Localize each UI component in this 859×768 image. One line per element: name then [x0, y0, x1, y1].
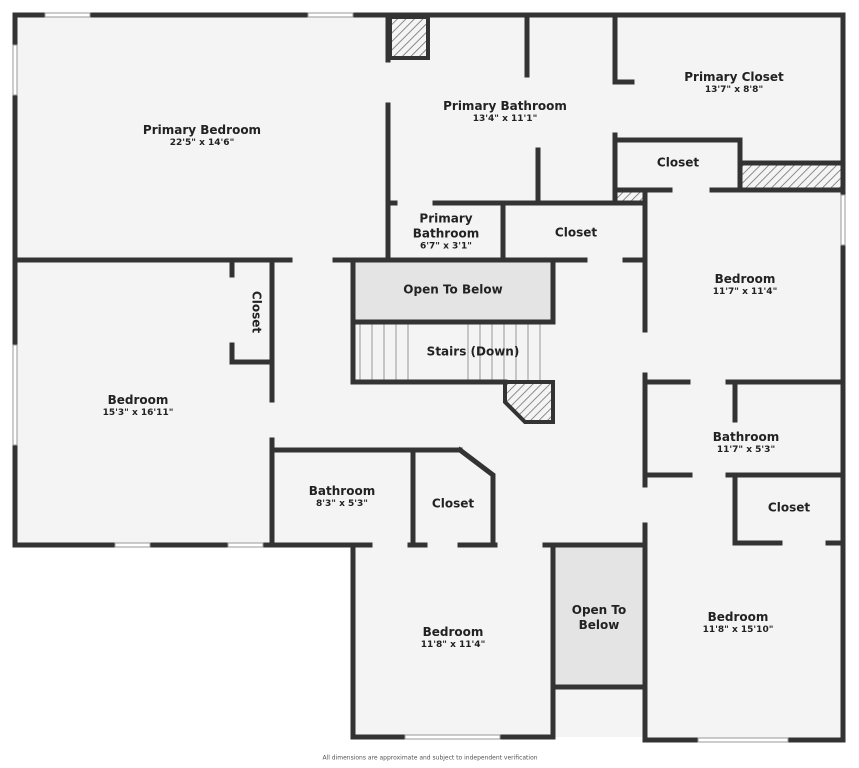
windows — [12, 12, 846, 743]
room-dims: 15'3" x 16'11" — [102, 407, 174, 418]
room-name: Primary Closet — [684, 69, 784, 84]
room-name: Closet — [656, 155, 700, 170]
room-dims: 11'7" x 5'3" — [716, 444, 776, 455]
room-name: Bathroom — [712, 429, 780, 444]
room-stairs: Stairs (Down) — [427, 345, 520, 360]
room-open-to-below-2: Open To Below — [564, 603, 634, 633]
room-dims: 13'4" x 11'1" — [472, 113, 538, 124]
room-name: Closet — [431, 496, 475, 511]
room-closet-right: Closet — [768, 501, 810, 516]
room-name: Bedroom — [422, 624, 484, 639]
room-name: Closet — [554, 225, 598, 240]
room-dims: 22'5" x 14'6" — [169, 137, 235, 148]
floor-fill — [15, 15, 843, 740]
room-name: Primary Bedroom — [142, 122, 262, 137]
room-dims: 13'7" x 8'8" — [704, 84, 764, 95]
room-name: Closet — [249, 290, 264, 334]
room-name: Bathroom — [308, 483, 376, 498]
room-closet-mid: Closet — [555, 226, 597, 241]
room-open-to-below-1: Open To Below — [403, 283, 502, 298]
room-name: Closet — [767, 500, 811, 515]
room-name: Primary Bathroom — [443, 98, 567, 113]
disclaimer: All dimensions are approximate and subje… — [322, 754, 538, 762]
open-to-below-area-1 — [353, 260, 553, 322]
room-dims: 11'8" x 11'4" — [420, 639, 486, 650]
room-dims: 11'7" x 11'4" — [712, 286, 778, 297]
stairs-treads — [359, 322, 541, 382]
open-to-below-area-2 — [553, 545, 645, 687]
room-dims: 6'7" x 3'1" — [419, 241, 472, 252]
room-name: Bedroom — [707, 609, 769, 624]
room-closet-left: Closet — [249, 291, 264, 333]
room-name: Bedroom — [714, 271, 776, 286]
room-closet-upper: Closet — [657, 156, 699, 171]
room-closet-center: Closet — [432, 497, 474, 512]
room-name: Open To Below — [403, 282, 503, 297]
room-name: Stairs (Down) — [426, 344, 520, 359]
room-name: Bedroom — [107, 392, 169, 407]
room-name: Open To Below — [571, 603, 627, 632]
room-dims: 8'3" x 5'3" — [315, 498, 368, 509]
room-name: Primary Bathroom — [412, 211, 480, 241]
room-dims: 11'8" x 15'10" — [702, 624, 774, 635]
walls — [12, 12, 846, 743]
